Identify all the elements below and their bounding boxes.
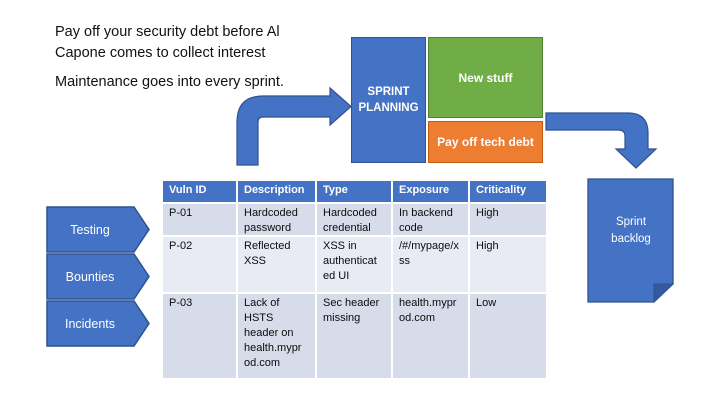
pentagon-arrow-icon — [46, 253, 150, 300]
cell-vuln-id: P-02 — [163, 237, 236, 292]
source-arrow-bounties: Bounties — [46, 253, 150, 300]
cell-type: Sec header missing — [317, 294, 391, 378]
note-line-2: Capone comes to collect interest — [55, 45, 266, 61]
new-stuff-box: New stuff — [428, 37, 543, 118]
vulnerability-table: Vuln ID Description Type Exposure Critic… — [163, 181, 546, 378]
new-stuff-label: New stuff — [458, 70, 513, 85]
cell-criticality: High — [470, 204, 546, 235]
note-text: Pay off your security debt before Al Cap… — [55, 22, 355, 93]
cell-type: Hardcoded credential — [317, 204, 391, 235]
cell-criticality: High — [470, 237, 546, 292]
column-header-type: Type — [317, 181, 391, 202]
source-label-testing: Testing — [70, 222, 110, 237]
note-line-1: Pay off your security debt before Al — [55, 24, 280, 40]
cell-type: XSS in authenticated UI — [317, 237, 391, 292]
source-arrow-incidents: Incidents — [46, 300, 150, 347]
cell-description: Hardcoded password — [238, 204, 315, 235]
cell-vuln-id: P-03 — [163, 294, 236, 378]
column-header-vuln-id: Vuln ID — [163, 181, 236, 202]
pentagon-arrow-icon — [46, 300, 150, 347]
column-header-description: Description — [238, 181, 315, 202]
cell-vuln-id: P-01 — [163, 204, 236, 235]
source-label-bounties: Bounties — [65, 269, 115, 284]
pentagon-arrow-icon — [46, 206, 150, 253]
bent-arrow-to-backlog-icon — [545, 112, 658, 169]
tech-debt-box: Pay off tech debt — [428, 121, 543, 163]
sprint-backlog-document — [587, 178, 675, 304]
tech-debt-label: Pay off tech debt — [437, 135, 534, 149]
sprint-backlog-label: Sprint backlog — [611, 216, 651, 245]
sprint-planning-label: SPRINT PLANNING — [358, 86, 419, 114]
curved-arrow-to-planning-icon — [236, 86, 352, 166]
column-header-criticality: Criticality — [470, 181, 546, 202]
source-arrow-testing: Testing — [46, 206, 150, 253]
cell-criticality: Low — [470, 294, 546, 378]
cell-description: Reflected XSS — [238, 237, 315, 292]
cell-description: Lack of HSTS header on health.myprod.com — [238, 294, 315, 378]
sprint-planning-box: SPRINT PLANNING — [351, 37, 426, 163]
cell-exposure: /#/mypage/xss — [393, 237, 468, 292]
note-line-3: Maintenance goes into every sprint. — [55, 74, 284, 90]
cell-exposure: health.myprod.com — [393, 294, 468, 378]
cell-exposure: In backend code — [393, 204, 468, 235]
source-label-incidents: Incidents — [64, 316, 116, 331]
column-header-exposure: Exposure — [393, 181, 468, 202]
